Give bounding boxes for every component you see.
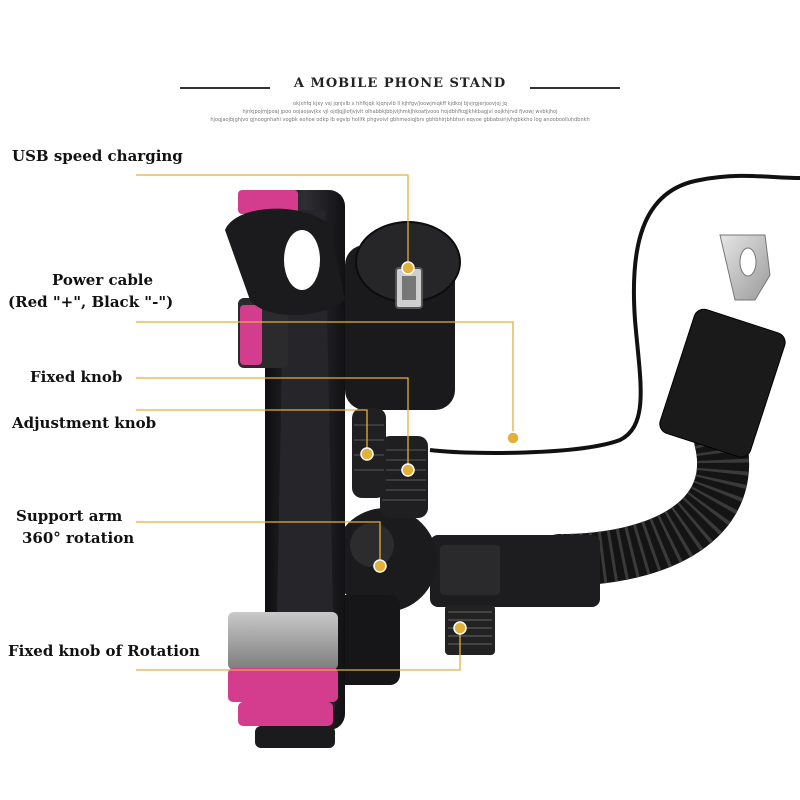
leader-lines	[136, 174, 514, 671]
marker-power	[506, 431, 520, 445]
marker-support	[373, 559, 387, 573]
callout-fixed-knob-rotation: Fixed knob of Rotation	[8, 642, 200, 660]
diagram-title: A MOBILE PHONE STAND	[293, 76, 507, 91]
callout-usb-charging: USB speed charging	[12, 147, 183, 165]
leader-support	[136, 521, 381, 566]
marker-fixed	[401, 463, 415, 477]
power-cable	[429, 173, 800, 455]
decorative-text-block: okjxhfq kjxy vsj jqnjvlb x hhfkjqk kjqnj…	[190, 100, 610, 124]
bottom-clamp	[228, 612, 338, 670]
marker-adjust	[360, 447, 374, 461]
leader-rotation	[136, 628, 461, 671]
leader-power	[136, 321, 514, 438]
title-rule-right	[530, 87, 620, 89]
leader-adjust	[136, 409, 368, 454]
top-pad	[238, 190, 298, 214]
side-pad-left	[240, 305, 262, 365]
decorative-line-3: hjoqjaojbjghjvo gjnoognhahi vogbk eohoe …	[210, 117, 590, 123]
callout-support-arm: Support arm	[16, 507, 123, 525]
marker-usb	[401, 261, 415, 275]
fixed-knob	[380, 436, 428, 518]
gooseneck-clamp	[659, 308, 786, 458]
bottom-pad	[228, 668, 338, 702]
marker-rotation	[453, 621, 467, 635]
callout-rotation-360: 360° rotation	[22, 529, 135, 547]
callout-adjustment-knob: Adjustment knob	[12, 414, 157, 432]
callout-markers	[360, 261, 520, 635]
callout-power-polarity: (Red "+", Black "-")	[8, 293, 174, 311]
decorative-line-1: okjxhfq kjxy vsj jqnjvlb x hhfkjqk kjqnj…	[293, 101, 507, 107]
leader-usb	[136, 174, 409, 268]
decorative-line-2: hjnkjpojmjpoaj jpoo oojaojavjkx vjl ojdj…	[242, 109, 558, 115]
rotation-knob	[445, 605, 495, 655]
leader-fixed	[136, 377, 409, 470]
title-rule-left	[180, 87, 270, 89]
callout-power-cable: Power cable	[52, 271, 154, 289]
callout-fixed-knob: Fixed knob	[30, 368, 123, 386]
title-bar: A MOBILE PHONE STAND	[180, 76, 620, 100]
